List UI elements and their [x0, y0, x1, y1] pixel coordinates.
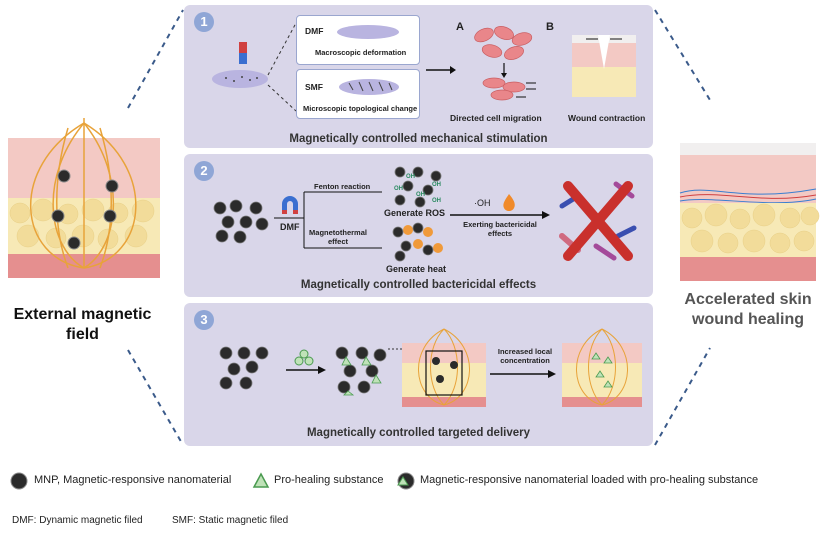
arrow-right-2 [450, 211, 550, 219]
legend-smf-def: SMF: Static magnetic filed [172, 515, 289, 526]
heat-label: Generate heat [386, 264, 447, 274]
legend-loaded-icon [397, 472, 415, 490]
smf-box: SMF Microscopic topological change [296, 69, 420, 119]
pro-healing-icon [294, 349, 314, 366]
panel-number-3: 3 [194, 310, 214, 330]
label-b: B [546, 21, 554, 33]
left-skin-illustration [8, 118, 160, 278]
dmf-box: DMF Macroscopic deformation [296, 15, 420, 65]
arrow-right-4 [490, 370, 556, 378]
oh-label: ·OH [474, 198, 491, 208]
ros-label: Generate ROS [384, 208, 446, 218]
nanoparticle-cluster-3 [219, 346, 269, 390]
arrow-right [426, 66, 456, 74]
loaded-particles-icon [335, 346, 387, 396]
panel-number-1: 1 [194, 12, 214, 32]
panel2-title: Magnetically controlled bactericidal eff… [300, 279, 537, 291]
panel-bactericidal: 2 DMF Fenton reaction Magnetothermal eff… [184, 154, 653, 297]
svg-text:OH: OH [432, 198, 441, 204]
label-a: A [456, 21, 464, 33]
svg-text:OH: OH [416, 192, 425, 198]
dmf-label-2: DMF [280, 222, 300, 232]
increased-label: Increased local concentration [497, 347, 553, 365]
scaffold-icon [212, 70, 268, 88]
panel-mechanical: 1 DMF Macroscopic deformation SMF Micros… [184, 5, 653, 148]
bacteria-killed-icon [559, 181, 637, 261]
targeted-skin-icon [402, 328, 486, 407]
ordered-scaffold-icon [339, 79, 399, 95]
bracket-lines [267, 22, 297, 112]
legend-pro-text: Pro-healing substance [274, 474, 384, 486]
fenton-label: Fenton reaction [314, 182, 371, 191]
magnetothermal-label: Magnetothermal effect [309, 228, 367, 246]
svg-text:OH: OH [406, 174, 415, 180]
panel3-title: Magnetically controlled targeted deliver… [306, 427, 531, 439]
nanoparticle-cluster [213, 199, 269, 244]
right-skin-illustration [679, 143, 820, 281]
magnet-icon [239, 42, 247, 64]
deformed-scaffold-icon [337, 25, 399, 39]
cells-icon [474, 26, 536, 101]
panel-delivery: 3 Increased local conc [184, 303, 653, 446]
heat-cluster-icon [392, 222, 443, 262]
wound-contraction-icon [572, 35, 636, 97]
legend-dmf-def: DMF: Dynamic magnetic filed [12, 515, 143, 526]
svg-text:OH: OH [432, 182, 441, 188]
horseshoe-magnet-icon [282, 196, 298, 214]
contraction-label: Wound contraction [568, 113, 646, 123]
left-label: External magnetic field [13, 306, 152, 343]
arrow-right-3 [286, 366, 326, 374]
flame-icon [503, 194, 515, 211]
migration-label: Directed cell migration [450, 113, 542, 123]
panel1-title: Magnetically controlled mechanical stimu… [289, 133, 548, 145]
branch-lines [274, 191, 382, 249]
panel-number-2: 2 [194, 161, 214, 181]
right-label: Accelerated skin wound healing [684, 291, 812, 328]
exerting-label: Exerting bactericidal effects [463, 220, 537, 238]
legend-mnp-text: MNP, Magnetic-responsive nanomaterial [34, 474, 232, 486]
concentrated-skin-icon [562, 328, 642, 407]
svg-text:OH: OH [394, 186, 403, 192]
legend-mnp-icon [10, 472, 28, 490]
legend-pro-icon [252, 472, 270, 488]
legend-loaded-text: Magnetic-responsive nanomaterial loaded … [420, 474, 759, 486]
